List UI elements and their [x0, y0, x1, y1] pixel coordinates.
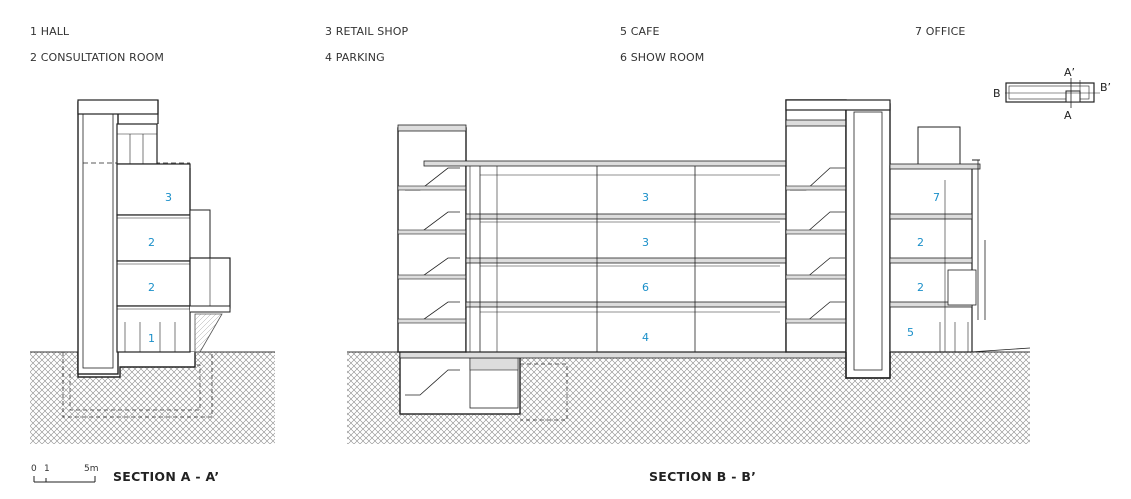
legend-item-cafe: 5 CAFE: [620, 25, 660, 38]
key-plan-label-a-prime: A’: [1064, 66, 1075, 79]
legend-item-office: 7 OFFICE: [915, 25, 966, 38]
section-a-room-2-upper: 2: [148, 236, 155, 249]
key-plan-label-b: B: [993, 87, 1001, 100]
scale-label-five: 5m: [84, 464, 99, 474]
section-b-room-2-lower: 2: [917, 281, 924, 294]
section-b-room-3-upper: 3: [642, 191, 649, 204]
scale-label-zero: 0: [31, 464, 37, 474]
section-b-room-6: 6: [642, 281, 649, 294]
section-b-room-3-lower: 3: [642, 236, 649, 249]
key-plan-label-b-prime: B’: [1100, 81, 1111, 94]
section-a-room-3: 3: [165, 191, 172, 204]
legend-item-consultation-room: 2 CONSULTATION ROOM: [30, 51, 164, 64]
section-b-drawing: 3 3 6 4 7 2 2 5: [347, 99, 1031, 444]
section-a-caption: SECTION A - A’: [113, 469, 220, 484]
section-b-caption: SECTION B - B’: [649, 469, 757, 484]
legend-item-hall: 1 HALL: [30, 25, 70, 38]
section-b-room-2-upper: 2: [917, 236, 924, 249]
section-a-drawing: 3 2 2 1: [30, 99, 275, 444]
section-b-room-5: 5: [907, 326, 914, 339]
scale-label-one: 1: [44, 464, 50, 474]
legend-item-show-room: 6 SHOW ROOM: [620, 51, 705, 64]
section-a-room-1: 1: [148, 332, 155, 345]
section-b-room-4: 4: [642, 331, 649, 344]
section-a-room-2-lower: 2: [148, 281, 155, 294]
legend-item-retail-shop: 3 RETAIL SHOP: [325, 25, 409, 38]
legend-item-parking: 4 PARKING: [325, 51, 385, 64]
section-b-room-7: 7: [933, 191, 940, 204]
key-plan-label-a: A: [1064, 109, 1072, 122]
scale-bar: [33, 476, 96, 483]
key-plan: A’ A B B’: [993, 66, 1111, 122]
